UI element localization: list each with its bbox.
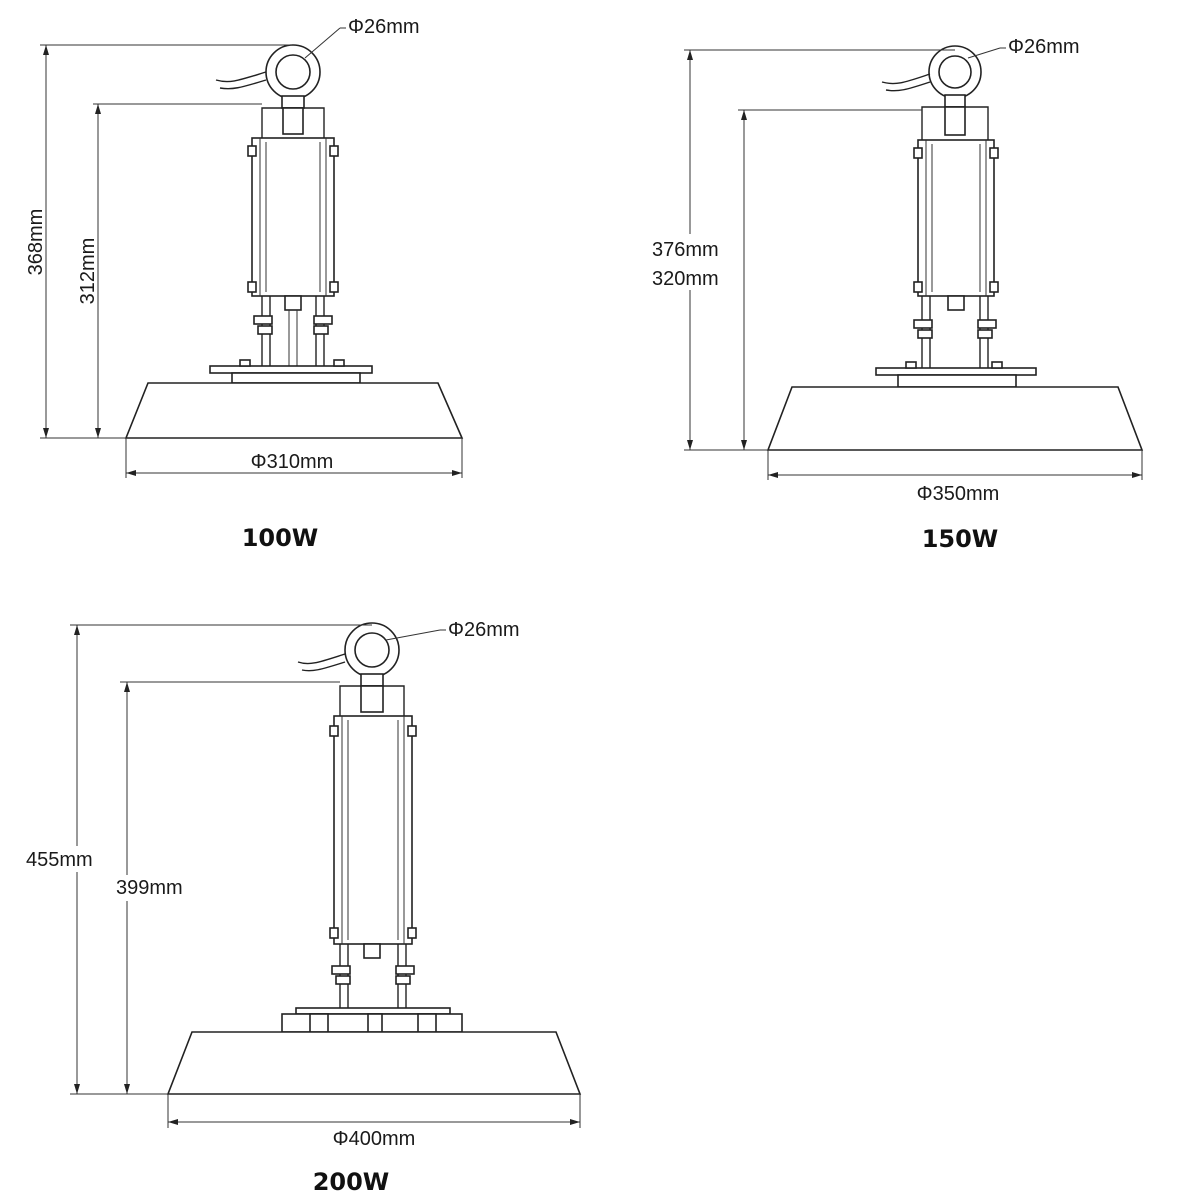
ring-nut [360, 673, 384, 687]
shade-dia-label: Φ400mm [333, 1128, 416, 1150]
total-height-label: 376mm [652, 239, 719, 261]
total-height-label: 455mm [26, 849, 93, 871]
driver-housing [917, 139, 995, 297]
hook-dia-label: Φ26mm [1008, 36, 1080, 58]
drawing-100w: Φ26mm 368mm 312mm Φ310mm 100W [25, 16, 464, 552]
driver-housing [251, 137, 335, 297]
hook-dia-label: Φ26mm [348, 16, 420, 38]
bottom-gland [363, 943, 381, 959]
bottom-gland [284, 295, 302, 311]
driver-housing [333, 715, 413, 945]
shade-dia-label: Φ310mm [251, 451, 334, 473]
cable-wire [885, 81, 931, 92]
top-gland [944, 106, 966, 136]
model-title: 200W [313, 1168, 390, 1196]
cable-wire [219, 79, 267, 90]
body-height-label: 320mm [652, 268, 719, 290]
cable [215, 71, 267, 83]
drawing-200w: Φ26mm 455mm 399mm Φ400mm 200W [24, 619, 582, 1196]
bottom-gland [947, 295, 965, 311]
top-gland [360, 685, 384, 713]
ring-hole [275, 54, 311, 90]
lamp-shade [166, 1031, 582, 1095]
lamp-shade [124, 382, 464, 439]
lamp-shade [766, 386, 1144, 451]
ring-nut [944, 94, 966, 108]
bolt [331, 965, 351, 975]
ring-hole [354, 632, 390, 668]
ring-nut [281, 95, 305, 109]
model-title: 150W [922, 525, 999, 553]
cable-wire [301, 661, 346, 672]
cable [881, 73, 931, 85]
drawing-150w: Φ26mm 376mm 320mm Φ350mm 150W [652, 36, 1144, 553]
total-height-label: 368mm [25, 209, 47, 276]
mounting-plate [295, 1007, 451, 1015]
ring-hole [938, 55, 972, 89]
body-height-label: 399mm [116, 877, 183, 899]
bolt [913, 319, 933, 329]
model-title: 100W [242, 524, 319, 552]
shade-dia-label: Φ350mm [917, 483, 1000, 505]
hook-dia-label: Φ26mm [448, 619, 520, 641]
bolt [253, 315, 273, 325]
body-height-label: 312mm [77, 238, 99, 305]
mounting-plate [875, 367, 1037, 376]
top-gland [282, 107, 304, 135]
cable [297, 653, 346, 665]
mounting-plate [209, 365, 373, 374]
